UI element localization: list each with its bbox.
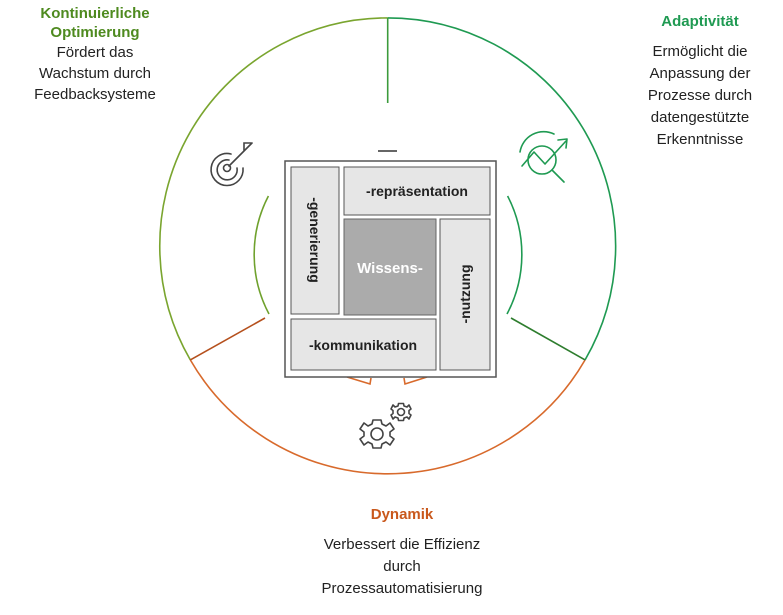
optimization-body-line1: Fördert das [56, 44, 134, 61]
gears-icon [359, 402, 412, 449]
label-top: -repräsentation [366, 183, 468, 199]
target-arrow-icon [210, 142, 253, 187]
adaptivity-block: Adaptivität Ermöglicht die Anpassung der… [620, 12, 780, 151]
inner-tick-bottom-right [403, 376, 428, 386]
inner-arc-right [506, 195, 523, 315]
knowledge-box: -repräsentation Wissens- -kommunikation … [284, 160, 497, 378]
label-right: -nutzung [457, 264, 473, 323]
optimization-body-line3: Feedbacksysteme [34, 86, 156, 103]
divider-right [510, 317, 586, 361]
search-chart-icon [519, 130, 568, 183]
inner-tick-bottom-left [346, 376, 372, 386]
cell-bottom [290, 318, 437, 371]
cell-right [439, 218, 491, 371]
dynamics-block: Dynamik Verbessert die Effizienz durch P… [262, 505, 542, 600]
label-bottom: -kommunikation [309, 337, 417, 353]
optimization-body-line2: Wachstum durch [39, 65, 151, 82]
cell-center [343, 218, 437, 316]
adaptivity-body-line2: Anpassung der [649, 65, 751, 82]
adaptivity-body: Ermöglicht die Anpassung der Prozesse du… [620, 41, 780, 151]
label-center: Wissens- [357, 260, 423, 277]
outer-ring-olive-arc [159, 17, 388, 361]
dynamics-body-line3: Prozessautomatisierung [321, 580, 483, 597]
cell-left [290, 166, 340, 315]
label-left: -generierung [307, 197, 323, 283]
inner-arc-left [253, 195, 270, 315]
adaptivity-body-line5: Erkenntnisse [656, 131, 744, 148]
outer-ring-orange-arc [189, 359, 586, 475]
cell-top [343, 166, 491, 216]
dynamics-title: Dynamik [370, 506, 434, 523]
adaptivity-body-line1: Ermöglicht die [652, 43, 748, 60]
adaptivity-body-line3: Prozesse durch [647, 87, 753, 104]
dynamics-body: Verbessert die Effizienz durch Prozessau… [262, 534, 542, 600]
adaptivity-title: Adaptivität [661, 13, 739, 30]
outer-ring-green-arc [387, 17, 617, 361]
dynamics-body-line2: durch [383, 558, 421, 575]
divider-left [189, 317, 266, 361]
optimization-title-line1: Kontinuierliche [40, 5, 150, 22]
adaptivity-body-line4: datengestützte [650, 109, 750, 126]
optimization-block: Kontinuierliche Optimierung Fördert das … [0, 4, 190, 105]
dynamics-body-line1: Verbessert die Effizienz [323, 536, 481, 553]
optimization-title-line2: Optimierung [50, 24, 140, 41]
